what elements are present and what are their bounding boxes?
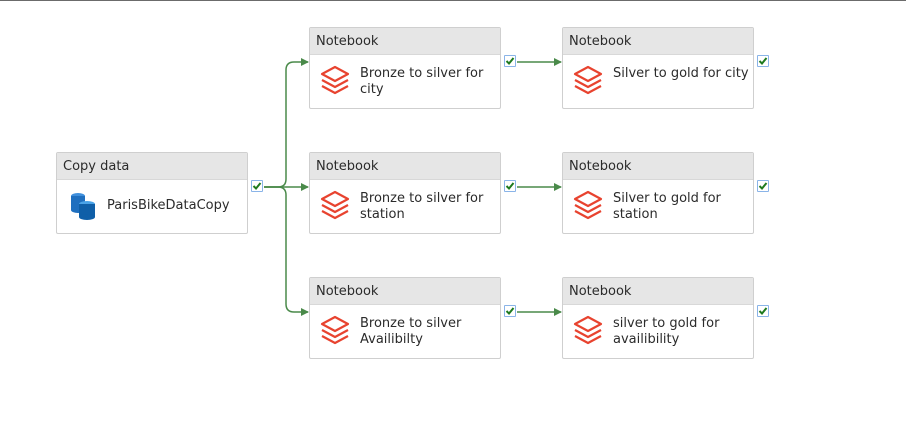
activity-type-label: Notebook bbox=[310, 28, 500, 55]
copy-data-icon bbox=[71, 193, 95, 220]
activity-notebook-bronze-station[interactable]: Notebook Bronze to silver for station bbox=[309, 152, 501, 234]
activity-name: Bronze to silver for city bbox=[360, 66, 484, 97]
checkmark-icon bbox=[758, 57, 768, 65]
activity-name: Bronze to silver Availibilty bbox=[360, 316, 462, 347]
checkmark-icon bbox=[758, 182, 768, 190]
success-output-handle[interactable] bbox=[504, 55, 516, 67]
activity-name: Bronze to silver for station bbox=[360, 191, 484, 222]
connector-copy-to-city bbox=[264, 58, 309, 188]
checkmark-icon bbox=[252, 182, 262, 190]
activity-notebook-gold-city[interactable]: Notebook Silver to gold for city bbox=[562, 27, 754, 109]
activity-type-label: Notebook bbox=[563, 278, 753, 305]
success-output-handle[interactable] bbox=[757, 180, 769, 192]
success-output-handle[interactable] bbox=[757, 305, 769, 317]
activity-type-label: Notebook bbox=[563, 153, 753, 180]
activity-type-label: Notebook bbox=[310, 278, 500, 305]
databricks-notebook-icon bbox=[320, 315, 350, 345]
activity-name: Silver to gold for station bbox=[613, 191, 721, 222]
databricks-notebook-icon bbox=[573, 190, 603, 220]
activity-type-label: Copy data bbox=[57, 153, 247, 180]
activity-name: silver to gold for availibility bbox=[613, 316, 720, 347]
success-output-handle[interactable] bbox=[504, 180, 516, 192]
success-output-handle[interactable] bbox=[504, 305, 516, 317]
canvas-top-border bbox=[0, 0, 906, 1]
activity-name: ParisBikeDataCopy bbox=[107, 198, 230, 213]
checkmark-icon bbox=[505, 307, 515, 315]
activity-copy-data[interactable]: Copy data ParisBikeDataCopy bbox=[56, 152, 248, 234]
activity-type-label: Notebook bbox=[563, 28, 753, 55]
success-output-handle[interactable] bbox=[757, 55, 769, 67]
connector-copy-to-availability bbox=[264, 186, 309, 316]
databricks-notebook-icon bbox=[320, 65, 350, 95]
databricks-notebook-icon bbox=[573, 315, 603, 345]
activity-notebook-bronze-city[interactable]: Notebook Bronze to silver for city bbox=[309, 27, 501, 109]
databricks-notebook-icon bbox=[573, 65, 603, 95]
activity-type-label: Notebook bbox=[310, 153, 500, 180]
checkmark-icon bbox=[505, 182, 515, 190]
activity-notebook-gold-station[interactable]: Notebook Silver to gold for station bbox=[562, 152, 754, 234]
checkmark-icon bbox=[505, 57, 515, 65]
success-output-handle[interactable] bbox=[251, 180, 263, 192]
checkmark-icon bbox=[758, 307, 768, 315]
activity-name: Silver to gold for city bbox=[613, 66, 749, 81]
databricks-notebook-icon bbox=[320, 190, 350, 220]
activity-notebook-bronze-availability[interactable]: Notebook Bronze to silver Availibilty bbox=[309, 277, 501, 359]
activity-notebook-gold-availability[interactable]: Notebook silver to gold for availibility bbox=[562, 277, 754, 359]
